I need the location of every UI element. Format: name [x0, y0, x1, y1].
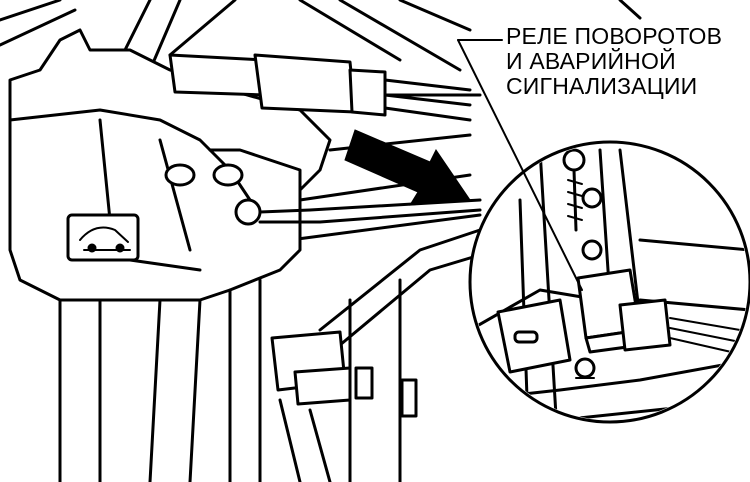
callout-line-3: СИГНАЛИЗАЦИИ	[506, 73, 698, 99]
callout-line-2: И АВАРИЙНОЙ	[506, 48, 676, 74]
magnified-detail-circle	[468, 140, 750, 424]
callout-line-1: РЕЛЕ ПОВОРОТОВ	[506, 23, 723, 49]
dashboard-bracket	[8, 28, 332, 482]
relay-callout-label: РЕЛЕ ПОВОРОТОВ И АВАРИЙНОЙ СИГНАЛИЗАЦИИ	[506, 24, 746, 99]
wiring-harness	[270, 228, 482, 482]
callout-leader	[457, 39, 583, 291]
top-connector	[168, 53, 472, 122]
pointer-arrow	[344, 129, 471, 206]
